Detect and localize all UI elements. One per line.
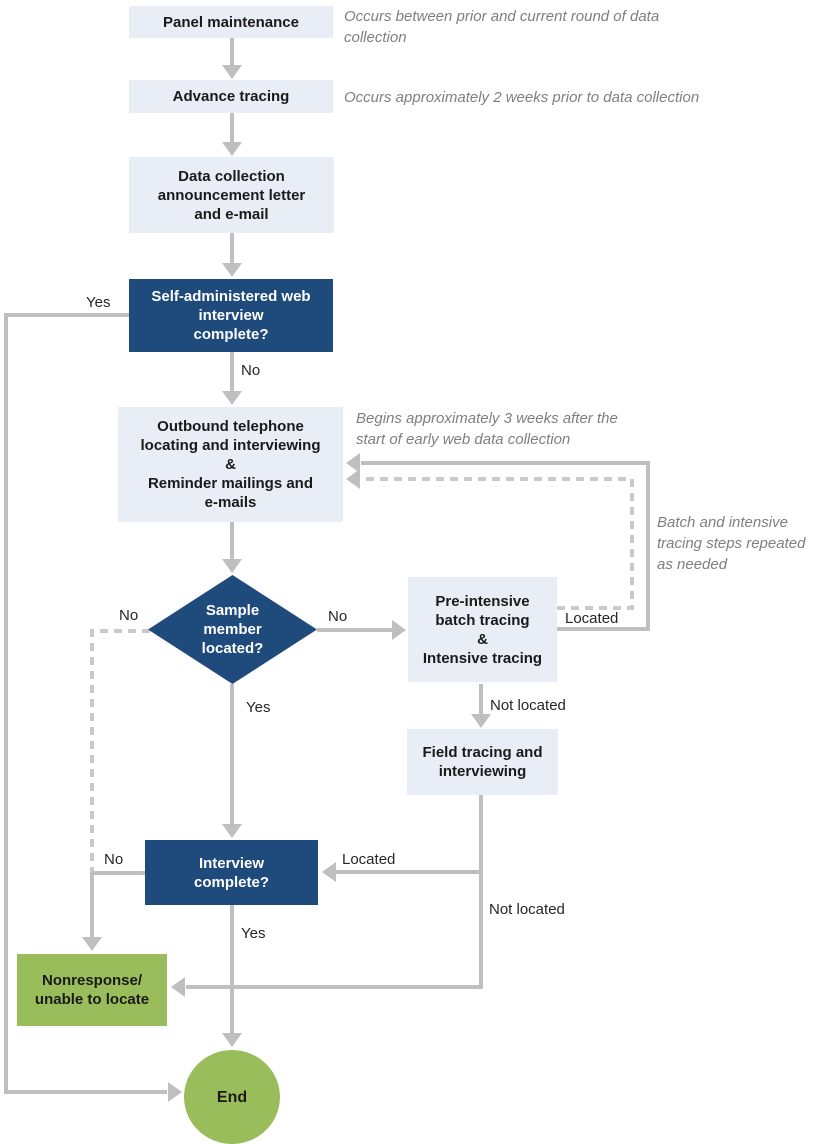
label-field-not-located: Not located: [489, 901, 565, 918]
node-panel-maintenance: Panel maintenance: [129, 6, 333, 38]
node-outbound-telephone: Outbound telephone locating and intervie…: [118, 407, 343, 522]
arrow-interview-end: [222, 1033, 242, 1047]
edge-diamond-no-left-dashed: [90, 629, 150, 872]
edge-web-yes-loop: [4, 313, 167, 1094]
node-interview-complete: Interview complete?: [145, 840, 318, 905]
node-nonresponse: Nonresponse/ unable to locate: [17, 954, 167, 1026]
arrow-outbound-diamond: [222, 559, 242, 573]
arrow-return-solid: [346, 453, 360, 473]
arrow-panel-advance: [222, 65, 242, 79]
arrow-diamond-interview: [222, 824, 242, 838]
arrow-diamond-batch: [392, 620, 406, 640]
arrow-return-dashed: [346, 469, 360, 489]
label-web-yes: Yes: [86, 294, 111, 311]
arrow-no-nonresponse: [82, 937, 102, 951]
edge-batch-return-solid: [361, 461, 650, 631]
edge-field-down: [186, 795, 483, 989]
annotation-panel-maintenance: Occurs between prior and current round o…: [344, 8, 660, 46]
arrow-batch-field: [471, 714, 491, 728]
label-interview-no: No: [104, 851, 124, 868]
arrow-field-nonresponse: [171, 977, 185, 997]
arrow-loop-end: [168, 1082, 182, 1102]
node-field-tracing: Field tracing and interviewing: [407, 729, 558, 795]
annotation-outbound: Begins approximately 3 weeks after the s…: [356, 410, 618, 448]
arrow-field-interview: [322, 862, 336, 882]
arrow-announce-web: [222, 263, 242, 277]
edge-interview-no-line: [90, 871, 145, 937]
edge-batch-return-dashed: [362, 477, 634, 610]
node-web-interview-complete: Self-administered web interview complete…: [129, 279, 333, 352]
node-announcement-letter: Data collection announcement letter and …: [129, 157, 334, 233]
arrow-advance-announce: [222, 142, 242, 156]
node-advance-tracing: Advance tracing: [129, 80, 333, 113]
label-sample-no-right: No: [328, 608, 348, 625]
label-sample-yes: Yes: [246, 699, 271, 716]
arrow-web-outbound: [222, 391, 242, 405]
label-batch-located: Located: [565, 610, 619, 627]
node-end: End: [184, 1050, 280, 1144]
label-interview-located: Located: [342, 851, 396, 868]
label-batch-not-located: Not located: [490, 697, 566, 714]
node-batch-intensive-tracing: Pre-intensive batch tracing & Intensive …: [408, 577, 557, 682]
label-web-no: No: [241, 362, 261, 379]
annotation-tracing-repeat: Batch and intensive tracing steps repeat…: [657, 514, 806, 573]
annotation-advance-tracing: Occurs approximately 2 weeks prior to da…: [344, 89, 700, 106]
label-sample-no-left: No: [119, 607, 139, 624]
label-interview-yes: Yes: [241, 925, 266, 942]
